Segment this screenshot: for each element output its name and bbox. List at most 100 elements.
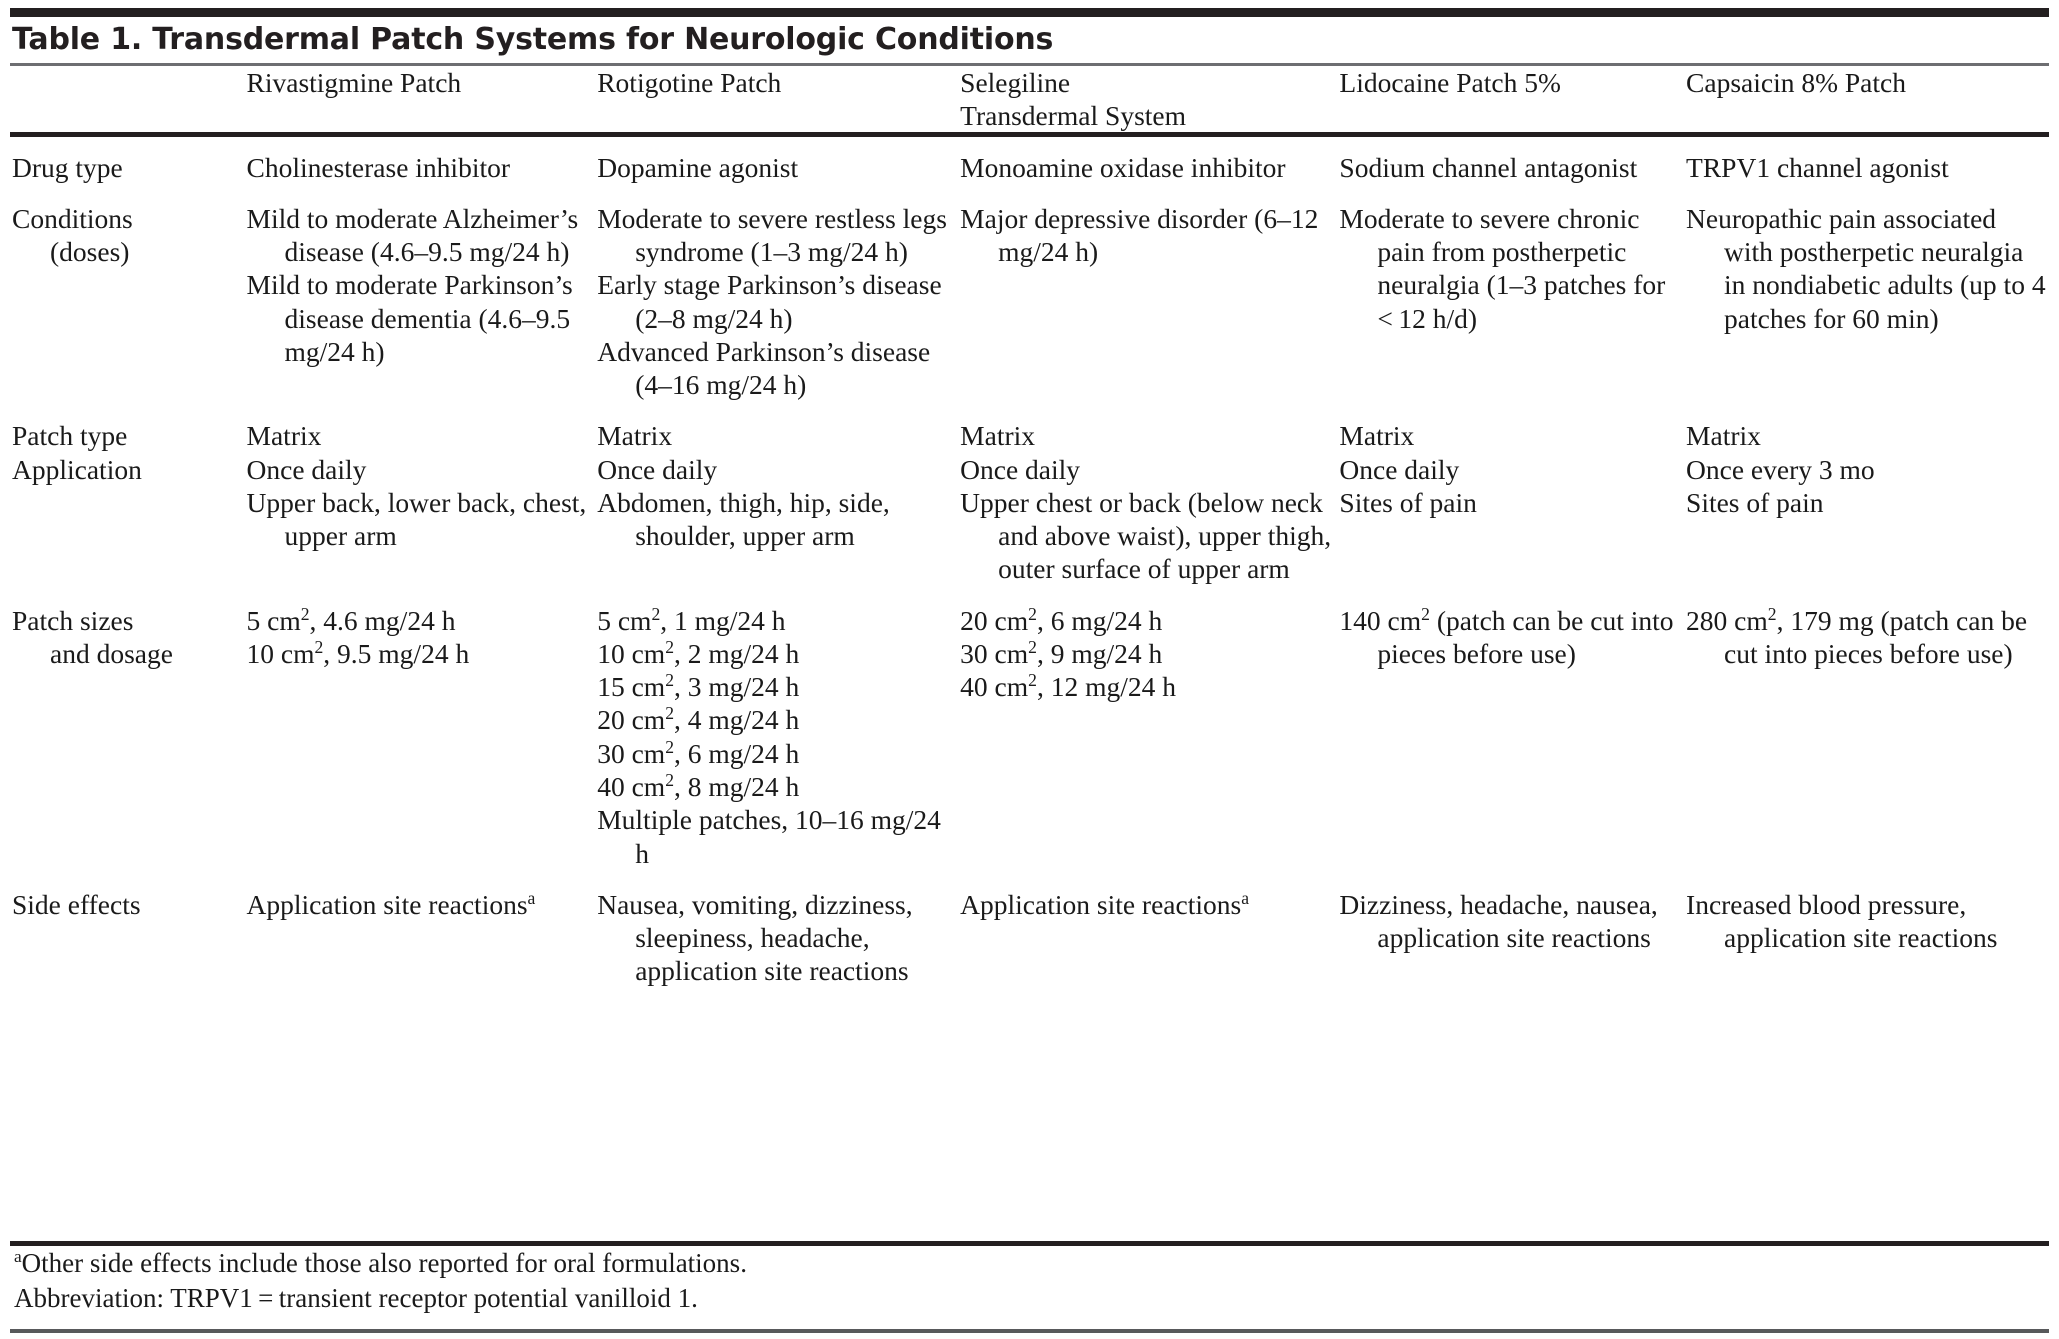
row-spacer-cell — [10, 586, 2049, 604]
cell-line: 30 cm2, 9 mg/24 h — [960, 636, 1163, 669]
cell-line: 40 cm2, 8 mg/24 h — [597, 769, 800, 803]
cell-line: Monoamine oxidase inhibitor — [960, 151, 1286, 183]
table-bottom-rule — [10, 1329, 2049, 1333]
row-label-line1: Conditions — [12, 202, 133, 234]
table-cell-capsaicin: TRPV1 channel agonist — [1686, 137, 2049, 184]
table-cell-capsaicin: Neuropathic pain associated with posther… — [1686, 202, 2049, 402]
header-bottom-rule — [10, 131, 2049, 137]
row-label: Side effects — [10, 888, 247, 988]
cell-line: Early stage Parkinson’s disease (2–8 mg/… — [597, 269, 942, 334]
column-header-selegiline-line2: Transdermal System — [960, 99, 1187, 131]
row-label-line1: Patch sizes — [12, 604, 134, 636]
row-label-line1: Application — [12, 453, 142, 485]
column-header-row: Rivastigmine Patch Rotigotine Patch Sele… — [10, 66, 2049, 132]
cell-line: 5 cm2, 1 mg/24 h — [597, 603, 786, 636]
column-header-lidocaine-label: Lidocaine Patch 5% — [1339, 66, 1561, 98]
table-cell-selegiline: Monoamine oxidase inhibitor — [960, 137, 1339, 184]
table-cell-capsaicin: Increased blood pressure, application si… — [1686, 888, 2049, 988]
column-header-rotigotine: Rotigotine Patch — [597, 66, 960, 132]
footnotes-block: aOther side effects include those also r… — [12, 1237, 2049, 1325]
table-cell-rivastigmine: Matrix — [247, 419, 598, 452]
row-label: Conditions(doses) — [10, 202, 247, 402]
column-header-capsaicin: Capsaicin 8% Patch — [1686, 66, 2049, 132]
cell-line: Once daily — [960, 453, 1081, 485]
cell-line: Once daily — [1339, 453, 1460, 485]
cell-line: Matrix — [1686, 420, 1761, 452]
cell-line: 280 cm2, 179 mg (patch can be cut into p… — [1686, 603, 2028, 669]
row-spacer — [10, 870, 2049, 888]
cell-line: Sites of pain — [1339, 486, 1477, 518]
table-cell-selegiline: Major depressive disorder (6–12 mg/24 h) — [960, 202, 1339, 402]
table-cell-lidocaine: 140 cm2 (patch can be cut into pieces be… — [1339, 604, 1686, 870]
cell-line: Abdomen, thigh, hip, side, shoulder, upp… — [597, 486, 890, 552]
row-spacer-cell — [10, 184, 2049, 202]
table-cell-rotigotine: Nausea, vomiting, dizziness, sleepiness,… — [597, 888, 960, 988]
table-cell-lidocaine: Moderate to severe chronic pain from pos… — [1339, 202, 1686, 402]
table-cell-rivastigmine: Cholinesterase inhibitor — [247, 137, 598, 184]
cell-line: Multiple patches, 10–16 mg/24 h — [597, 804, 941, 869]
cell-line: 30 cm2, 6 mg/24 h — [597, 736, 800, 769]
cell-line: Once every 3 mo — [1686, 453, 1875, 485]
table-cell-rotigotine: Moderate to severe restless legs syndrom… — [597, 202, 960, 402]
cell-line: Nausea, vomiting, dizziness, sleepiness,… — [597, 888, 913, 987]
row-label-line2: and dosage — [50, 637, 173, 669]
footnote-abbreviation: Abbreviation: TRPV1 = transient receptor… — [14, 1282, 698, 1313]
cell-line: 40 cm2, 12 mg/24 h — [960, 670, 1176, 703]
column-header-rivastigmine: Rivastigmine Patch — [247, 66, 598, 132]
row-label-line1: Side effects — [12, 888, 141, 920]
cell-line: 15 cm2, 3 mg/24 h — [597, 670, 800, 703]
cell-line: Advanced Parkinson’s disease (4–16 mg/24… — [597, 335, 931, 401]
cell-line: Dizziness, headache, nausea, application… — [1339, 888, 1658, 954]
cell-line: Major depressive disorder (6–12 mg/24 h) — [960, 202, 1319, 268]
cell-line: Increased blood pressure, application si… — [1686, 888, 1998, 954]
cell-line: Moderate to severe chronic pain from pos… — [1339, 202, 1666, 334]
transdermal-patch-table: Rivastigmine Patch Rotigotine Patch Sele… — [10, 66, 2049, 132]
cell-line: Once daily — [597, 453, 718, 485]
column-header-blank — [10, 66, 247, 132]
cell-line: Sites of pain — [1686, 486, 1824, 518]
column-header-lidocaine: Lidocaine Patch 5% — [1339, 66, 1686, 132]
column-header-rivastigmine-label: Rivastigmine Patch — [246, 66, 462, 98]
table-top-rule — [10, 8, 2049, 17]
cell-line: 20 cm2, 4 mg/24 h — [597, 703, 800, 736]
column-header-rotigotine-label: Rotigotine Patch — [597, 66, 782, 98]
table-cell-capsaicin: Matrix — [1686, 419, 2049, 452]
table-cell-capsaicin: 280 cm2, 179 mg (patch can be cut into p… — [1686, 604, 2049, 870]
row-spacer — [10, 184, 2049, 202]
table-cell-lidocaine: Matrix — [1339, 419, 1686, 452]
column-header-capsaicin-label: Capsaicin 8% Patch — [1686, 66, 1906, 98]
cell-line: TRPV1 channel agonist — [1686, 151, 1949, 183]
cell-line: 10 cm2, 9.5 mg/24 h — [246, 636, 470, 669]
cell-line: Upper chest or back (below neck and abov… — [960, 486, 1332, 585]
row-label: Drug type — [10, 137, 247, 184]
table-cell-rotigotine: Matrix — [597, 419, 960, 452]
table-row: Conditions(doses)Mild to moderate Alzhei… — [10, 202, 2049, 402]
row-label: Patch type — [10, 419, 247, 452]
cell-line: 5 cm2, 4.6 mg/24 h — [246, 603, 456, 636]
cell-line: 140 cm2 (patch can be cut into pieces be… — [1339, 603, 1674, 669]
cell-line: Matrix — [1339, 420, 1415, 452]
cell-line: Application site reactionsa — [246, 887, 536, 920]
table-cell-selegiline: Application site reactionsa — [960, 888, 1339, 988]
cell-line: Cholinesterase inhibitor — [246, 151, 511, 183]
table-cell-lidocaine: Dizziness, headache, nausea, application… — [1339, 888, 1686, 988]
cell-line: 10 cm2, 2 mg/24 h — [597, 636, 800, 669]
cell-line: Once daily — [246, 453, 367, 485]
cell-line: Dopamine agonist — [597, 151, 799, 183]
cell-line: Matrix — [960, 420, 1036, 452]
table-row: Side effects Application site reactionsa N… — [10, 888, 2049, 988]
row-label-line1: Patch type — [12, 420, 128, 452]
row-spacer-cell — [10, 870, 2049, 888]
cell-line: 20 cm2, 6 mg/24 h — [960, 603, 1163, 636]
table-cell-rotigotine: Dopamine agonist — [597, 137, 960, 184]
title-underline-rule — [10, 62, 2049, 66]
